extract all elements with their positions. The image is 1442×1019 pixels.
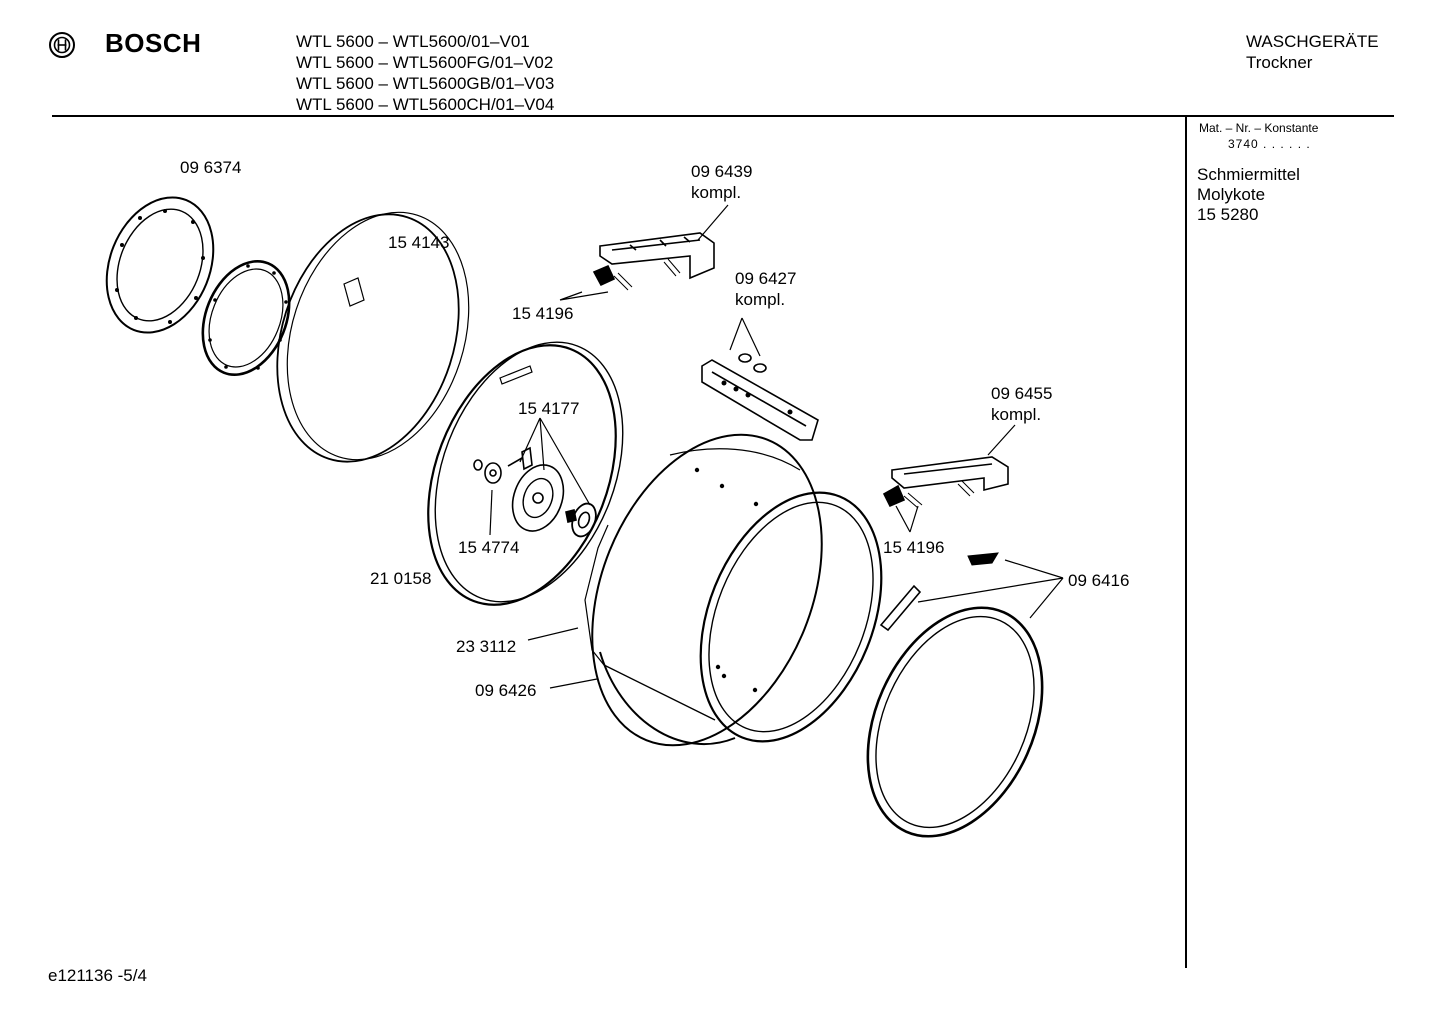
part-felt-band-154143 xyxy=(276,211,470,463)
part-label-096416: 09 6416 xyxy=(1068,571,1129,590)
category-subtitle: Trockner xyxy=(1246,53,1313,72)
part-label-210158: 21 0158 xyxy=(370,569,431,588)
header-divider xyxy=(52,115,1394,117)
part-label-154177: 15 4177 xyxy=(518,399,579,418)
note-line: Molykote xyxy=(1197,185,1266,204)
part-hub-154774 xyxy=(565,502,597,538)
part-gasket-ring xyxy=(201,259,291,377)
document-code: e121136 -5/4 xyxy=(48,966,147,985)
material-number-value: 3740 . . . . . . xyxy=(1228,137,1311,151)
part-label-154143: 15 4143 xyxy=(388,233,449,252)
side-divider xyxy=(1185,116,1187,968)
model-list: WTL 5600 – WTL5600/01–V01 WTL 5600 – WTL… xyxy=(296,31,554,115)
part-drum-rim-096426 xyxy=(599,651,736,746)
part-label-096427: 09 6427 xyxy=(735,269,796,288)
part-label-154196b: 15 4196 xyxy=(883,538,944,557)
part-label-096455-kompl: kompl. xyxy=(991,405,1041,424)
note-line: Schmiermittel xyxy=(1197,165,1300,184)
lubricant-note: Schmiermittel Molykote 15 5280 xyxy=(1197,165,1300,225)
leader-lines xyxy=(489,204,1064,689)
part-drum-233112 xyxy=(584,433,883,747)
part-seal-clip xyxy=(879,552,999,632)
part-label-233112: 23 3112 xyxy=(456,637,516,656)
part-seal-ring-096416 xyxy=(866,606,1044,838)
material-number-label: Mat. – Nr. – Konstante xyxy=(1199,121,1319,135)
category-block: WASCHGERÄTE Trockner xyxy=(1246,31,1379,73)
model-line: WTL 5600 – WTL5600CH/01–V04 xyxy=(296,95,555,114)
part-label-096426: 09 6426 xyxy=(475,681,536,700)
model-line: WTL 5600 – WTL5600/01–V01 xyxy=(296,32,530,51)
part-label-096439: 09 6439 xyxy=(691,162,752,181)
part-label-096374: 09 6374 xyxy=(180,158,241,177)
bosch-logo-icon xyxy=(49,32,75,58)
part-label-096427-kompl: kompl. xyxy=(735,290,785,309)
category-title: WASCHGERÄTE xyxy=(1246,32,1379,51)
part-label-096455: 09 6455 xyxy=(991,384,1052,403)
part-lifter-096439 xyxy=(592,232,715,291)
part-label-096439-kompl: kompl. xyxy=(691,183,741,202)
part-label-154196a: 15 4196 xyxy=(512,304,573,323)
note-line: 15 5280 xyxy=(1197,205,1259,224)
part-ring-096374 xyxy=(105,196,215,334)
brand-name: BOSCH xyxy=(105,28,202,58)
part-label-154774: 15 4774 xyxy=(458,538,519,557)
part-lifter-096455 xyxy=(882,456,1009,509)
part-rear-wall-210158 xyxy=(427,341,624,606)
model-line: WTL 5600 – WTL5600GB/01–V03 xyxy=(296,74,555,93)
part-lifter-096427 xyxy=(701,353,819,441)
model-line: WTL 5600 – WTL5600FG/01–V02 xyxy=(296,53,554,72)
